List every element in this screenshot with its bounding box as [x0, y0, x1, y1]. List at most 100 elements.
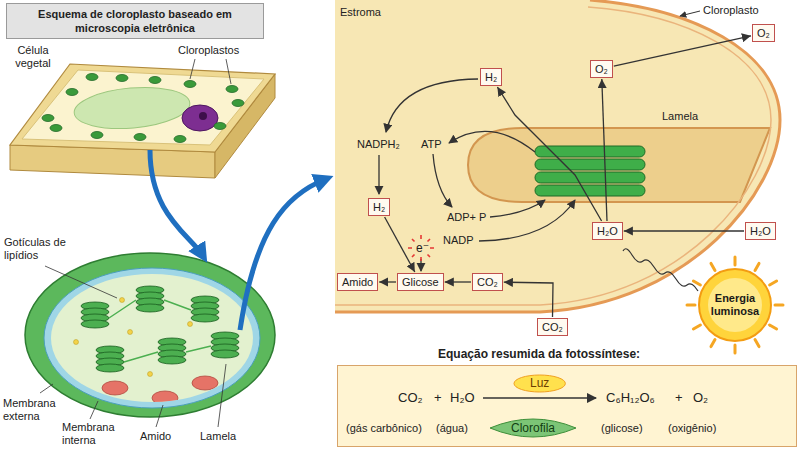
- chloroplast-oval: [184, 81, 196, 88]
- connector: [624, 230, 744, 231]
- granum: [191, 296, 219, 322]
- equation-term: +: [675, 390, 683, 406]
- starch-grain: [152, 391, 178, 405]
- chloroplast-oval: [174, 136, 186, 143]
- equation-term: H₂O: [450, 390, 475, 406]
- molecule-label: NADPH₂: [357, 138, 400, 151]
- connector: [379, 281, 396, 282]
- equation-term: (oxigênio): [668, 421, 716, 435]
- product-box: Amido: [337, 273, 378, 291]
- connector: [497, 87, 601, 221]
- leader-line: [156, 405, 163, 427]
- equation-term: (gás carbônico): [346, 421, 422, 435]
- granum: [96, 346, 124, 372]
- cytoplasm: [22, 70, 264, 145]
- chloroplast-oval: [86, 74, 98, 81]
- lamella-fold: [468, 128, 770, 202]
- outer-membrane: [25, 253, 275, 417]
- connector: [602, 79, 607, 221]
- stroma: [51, 274, 253, 402]
- leader-arrow: [680, 11, 700, 16]
- flow-arrow: [386, 79, 478, 132]
- lipid-droplet: [128, 330, 133, 335]
- granum: [81, 302, 109, 328]
- part-label: Lamela: [200, 430, 236, 443]
- molecule-label: ADP+ P: [447, 211, 486, 224]
- connector: [504, 282, 553, 317]
- sun-circle: Energia luminosa: [699, 269, 771, 341]
- molecule-box: H₂O: [745, 222, 776, 240]
- inner-membrane: [44, 268, 260, 408]
- connector: [614, 36, 751, 66]
- part-label: Cloroplasto: [703, 4, 759, 17]
- lipid-droplet: [188, 322, 193, 327]
- sun-ray: [755, 340, 759, 347]
- leaf-shape: [490, 419, 576, 437]
- lipid-droplet: [148, 372, 153, 377]
- chloroplast-oval: [214, 123, 226, 130]
- node-text: Energia luminosa: [705, 292, 765, 318]
- part-label: Cloroplastos: [178, 44, 239, 57]
- flow-arrow: [449, 131, 535, 152]
- granum: [211, 332, 239, 358]
- molecule-box: CO₂: [537, 318, 568, 336]
- electron-burst: [408, 235, 434, 261]
- molecule-label: NADP: [443, 234, 474, 247]
- flow-arrow: [378, 155, 379, 194]
- leader-line: [45, 266, 117, 298]
- title-box: Esquema de cloroplasto baseado em micros…: [6, 3, 264, 39]
- node-text: O₂: [595, 63, 608, 75]
- equation-term: CO₂: [398, 390, 423, 406]
- node-text: O₂: [757, 27, 770, 39]
- leader-line: [226, 59, 231, 84]
- leader-line: [218, 364, 226, 427]
- node-text: H₂: [373, 201, 385, 213]
- molecule-box: O₂: [752, 24, 775, 42]
- sun-ray: [775, 304, 783, 307]
- leader-line: [90, 401, 98, 419]
- molecule-box: CO₂: [472, 273, 503, 291]
- zoom-arrow: [240, 179, 326, 330]
- nucleolus: [199, 112, 207, 120]
- starch-grain: [102, 381, 128, 395]
- chloroplast-oval: [91, 132, 103, 139]
- starch-grain: [192, 376, 218, 390]
- part-label: Membrana externa: [3, 397, 61, 423]
- reaction-arrow: [483, 397, 596, 399]
- chloroplast-oval: [66, 89, 78, 96]
- chlorophyll-leaf: Clorofila: [488, 416, 578, 440]
- equation-term: +: [434, 390, 442, 406]
- node-text: CO₂: [477, 276, 498, 288]
- granum: [158, 338, 186, 364]
- outer-membrane: [335, 0, 780, 312]
- node-text: H₂O: [750, 225, 771, 237]
- molecule-box: H₂O: [592, 222, 623, 240]
- part-label: Lamela: [662, 110, 698, 123]
- molecule-box: H₂: [368, 198, 390, 216]
- thylakoid: [535, 172, 645, 183]
- equation-term: C₆H₁₂O₆: [606, 390, 655, 406]
- electron-label: e⁻: [416, 241, 429, 255]
- leader-line: [40, 384, 53, 393]
- sun-disc: [699, 269, 771, 341]
- sun-ray: [734, 345, 737, 353]
- node-text: H₂O: [597, 225, 618, 237]
- chloroplast-section: [335, 0, 780, 312]
- node-text: H₂: [485, 71, 497, 83]
- node-text: CO₂: [542, 321, 563, 333]
- vacuole: [72, 83, 191, 133]
- sun-ray: [755, 263, 759, 270]
- product-box: Glicose: [397, 273, 444, 291]
- sun-ray: [687, 304, 695, 307]
- leader-line: [190, 59, 195, 79]
- chloroplast-oval: [226, 86, 238, 93]
- cell-wall: [10, 64, 275, 152]
- equation-term: (glicose): [601, 421, 643, 435]
- molecule-box: H₂: [480, 68, 502, 86]
- sun-ray: [693, 281, 700, 285]
- part-label: Membrana interna: [62, 421, 122, 447]
- chloroplast-oval: [42, 115, 54, 122]
- chloroplast-oval: [116, 75, 128, 82]
- light-badge: Luz: [514, 375, 565, 392]
